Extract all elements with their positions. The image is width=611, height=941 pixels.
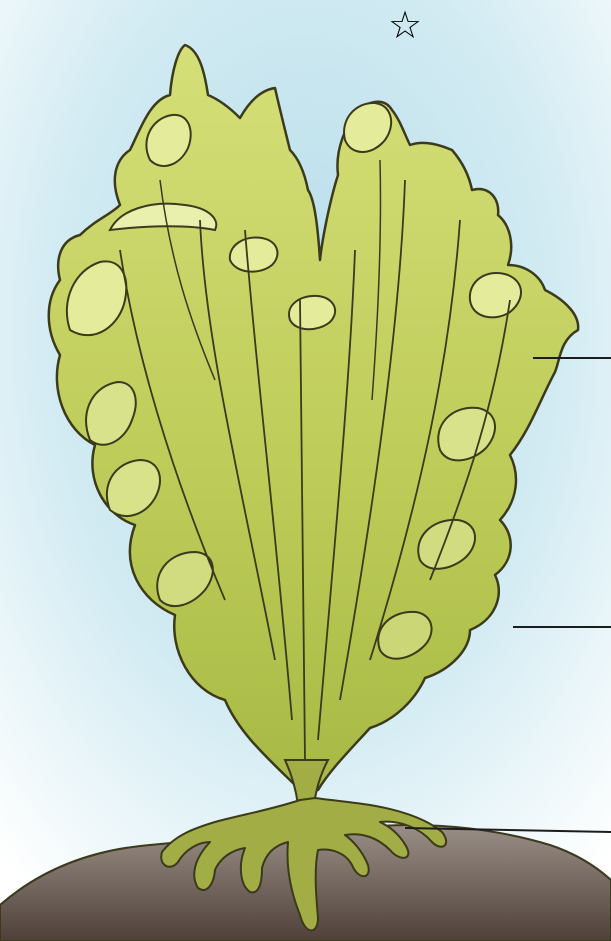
star-icon: ☆ bbox=[388, 6, 422, 44]
